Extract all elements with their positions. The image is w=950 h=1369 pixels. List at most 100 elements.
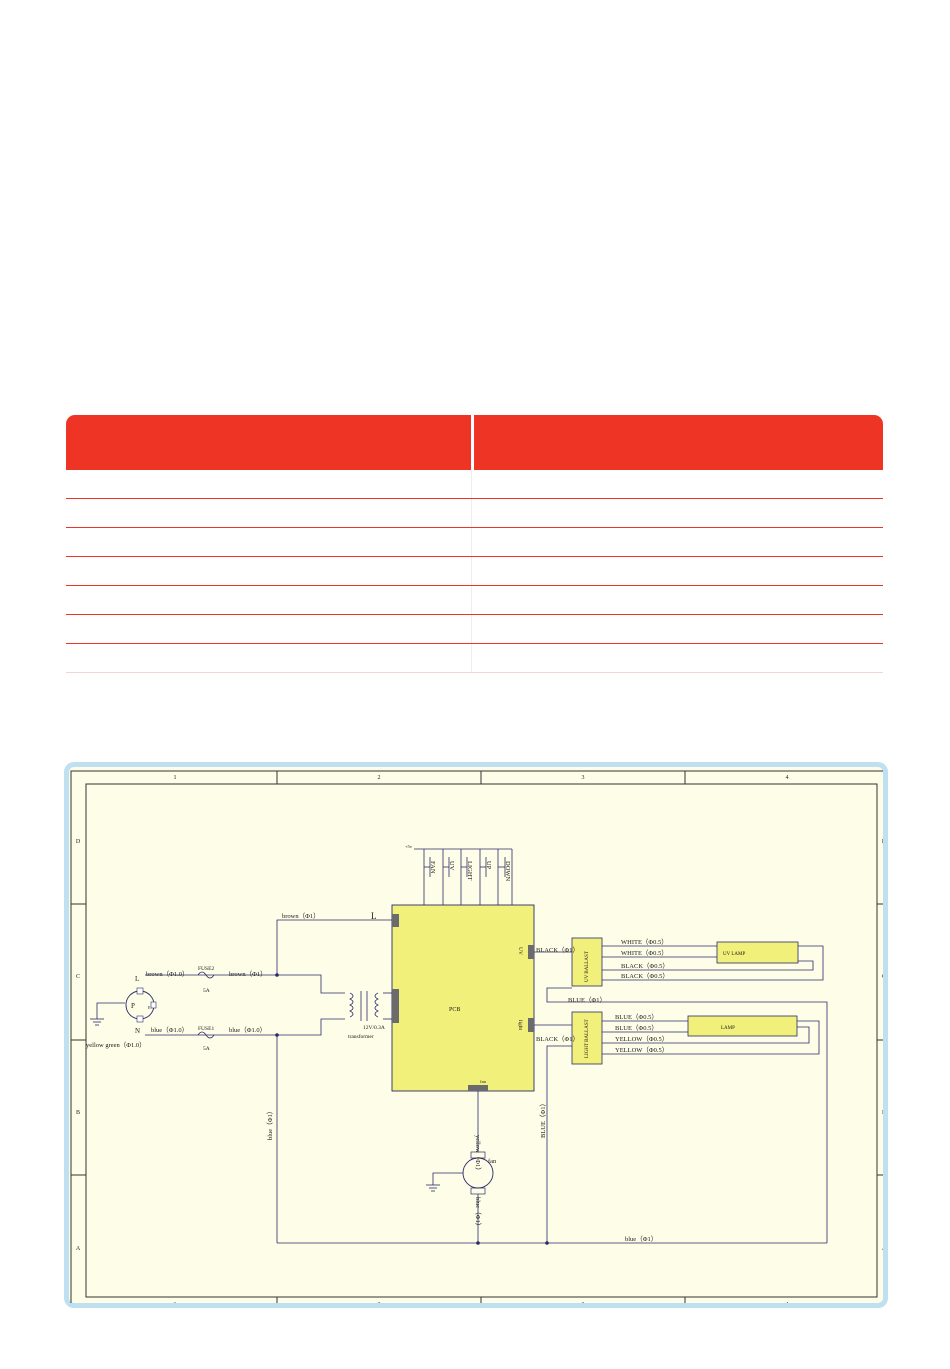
- wiring: [96, 848, 828, 1244]
- column-divider: [471, 557, 474, 585]
- switch-icon: [461, 857, 468, 877]
- fuse-rating: 5A: [203, 1046, 210, 1052]
- terminal-label-l: L: [371, 911, 377, 921]
- column-divider: [471, 586, 474, 614]
- switch-icon: [480, 857, 487, 877]
- table-cell: [66, 470, 471, 498]
- column-divider: [471, 499, 474, 527]
- wire-label: brown（Φ1）: [282, 912, 320, 920]
- fan-motor-icon: [462, 1151, 494, 1195]
- column-divider: [471, 470, 474, 498]
- grid-column-label: 3: [582, 1302, 585, 1303]
- wire-junctions: [275, 973, 549, 1245]
- grid-row-label: C: [882, 974, 883, 980]
- table-cell: [66, 586, 471, 614]
- table-cell: [474, 470, 883, 498]
- spec-table: [66, 415, 883, 673]
- grid-row-label: A: [76, 1246, 81, 1252]
- switch-label: UP: [485, 861, 492, 870]
- ground-icon: [90, 1018, 104, 1026]
- wire-label: BLACK（Φ1）: [536, 946, 579, 954]
- switch-label: DOWN: [504, 861, 511, 882]
- wire-label: BLUE（Φ1）: [568, 996, 606, 1004]
- table-row: [66, 644, 883, 673]
- light-ballast: [571, 1011, 603, 1065]
- wire-label: YELLOW（Φ0.5）: [615, 1035, 668, 1043]
- wire-label: blue（Φ1.0）: [229, 1026, 266, 1034]
- switch-icon: [443, 857, 450, 877]
- pcb-board: [391, 904, 535, 1092]
- wire-label: BLUE（Φ0.5）: [615, 1013, 658, 1021]
- uv-ballast-label: UV BALLAST: [585, 951, 590, 982]
- fan-label: fan: [488, 1158, 497, 1165]
- lamp-label: LAMP: [721, 1026, 735, 1031]
- plug-pin-l: L: [135, 975, 139, 983]
- grid-row-label: C: [76, 974, 80, 980]
- table-row: [66, 470, 883, 499]
- wiring-diagram: 1 2 3 4 1 2 3 4 D C B A D C B A: [70, 770, 883, 1303]
- pcb-connectors: [392, 914, 534, 1091]
- table-cell: [66, 644, 471, 672]
- wire-label: yellow（Φ1）: [474, 1135, 482, 1174]
- switch-label: UV: [448, 861, 455, 871]
- grid-row-label: B: [76, 1110, 80, 1116]
- grid-column-label: 1: [174, 775, 177, 781]
- wire-label: yellow green（Φ1.0）: [86, 1041, 146, 1049]
- grid-column-label: 4: [786, 1302, 789, 1303]
- wire-label: blue（Φ1）: [625, 1235, 657, 1243]
- table-cell: [474, 644, 883, 672]
- power-plug-icon: [125, 987, 157, 1023]
- wire-label: WHITE（Φ0.5）: [621, 949, 668, 957]
- column-divider: [471, 644, 474, 672]
- switch-label: LIGHT: [466, 861, 473, 881]
- switch-icon: [498, 857, 506, 877]
- switch-label: FAN: [429, 861, 436, 874]
- wire-label: WHITE（Φ0.5）: [621, 938, 668, 946]
- table-cell: [66, 528, 471, 556]
- light-ballast-label: LIGHT BALLAST: [585, 1019, 590, 1058]
- plug-pin-p: P: [131, 1002, 135, 1010]
- transformer-rating: 12V/0.3A: [363, 1025, 385, 1031]
- fuse-label: FUSE1: [198, 1026, 214, 1032]
- column-divider: [471, 415, 474, 470]
- table-row: [66, 499, 883, 528]
- grid-row-label: D: [76, 839, 81, 845]
- grid-row-label: D: [882, 839, 883, 845]
- wire-label: BLACK（Φ0.5）: [621, 962, 669, 970]
- table-row: [66, 557, 883, 586]
- grid-column-label: 4: [786, 775, 789, 781]
- spec-header-col-2: [474, 415, 883, 470]
- transformer-label: transformer: [348, 1033, 374, 1040]
- wiring-diagram-panel: 1 2 3 4 1 2 3 4 D C B A D C B A: [64, 762, 888, 1308]
- wire-label: blue（Φ1）: [474, 1197, 482, 1229]
- wire-label: BLUE（Φ0.5）: [615, 1024, 658, 1032]
- grid-row-label: A: [882, 1246, 883, 1252]
- column-divider: [471, 528, 474, 556]
- wire-label: blue（Φ1.0）: [151, 1026, 188, 1034]
- fuse-icon: [197, 1031, 215, 1039]
- table-cell: [474, 586, 883, 614]
- transformer-icon: [349, 991, 379, 1021]
- table-cell: [66, 557, 471, 585]
- wire-label: brown（Φ1）: [229, 970, 267, 978]
- table-cell: [66, 615, 471, 643]
- table-cell: [66, 499, 471, 527]
- pcb-pin-light: light: [517, 1020, 523, 1031]
- wire-label: BLUE（Φ1）: [539, 1100, 547, 1138]
- grid-column-label: 2: [378, 1302, 381, 1303]
- switch-icon: [424, 857, 431, 877]
- table-cell: [474, 557, 883, 585]
- grid-column-label: 2: [378, 775, 381, 781]
- table-cell: [474, 615, 883, 643]
- plug-pin-e: E: [148, 1005, 151, 1010]
- table-row: [66, 528, 883, 557]
- lamp: [687, 1015, 798, 1037]
- switch-supply-label: +5v: [405, 844, 413, 849]
- pcb-pin-uv: UV: [517, 947, 523, 955]
- fuse-label: FUSE2: [198, 966, 214, 972]
- column-divider: [471, 615, 474, 643]
- spec-table-header: [66, 415, 883, 470]
- uv-lamp-label: UV LAMP: [723, 952, 745, 957]
- pcb-label: PCB: [449, 1007, 460, 1013]
- pcb-pin-fan: fan: [480, 1079, 486, 1084]
